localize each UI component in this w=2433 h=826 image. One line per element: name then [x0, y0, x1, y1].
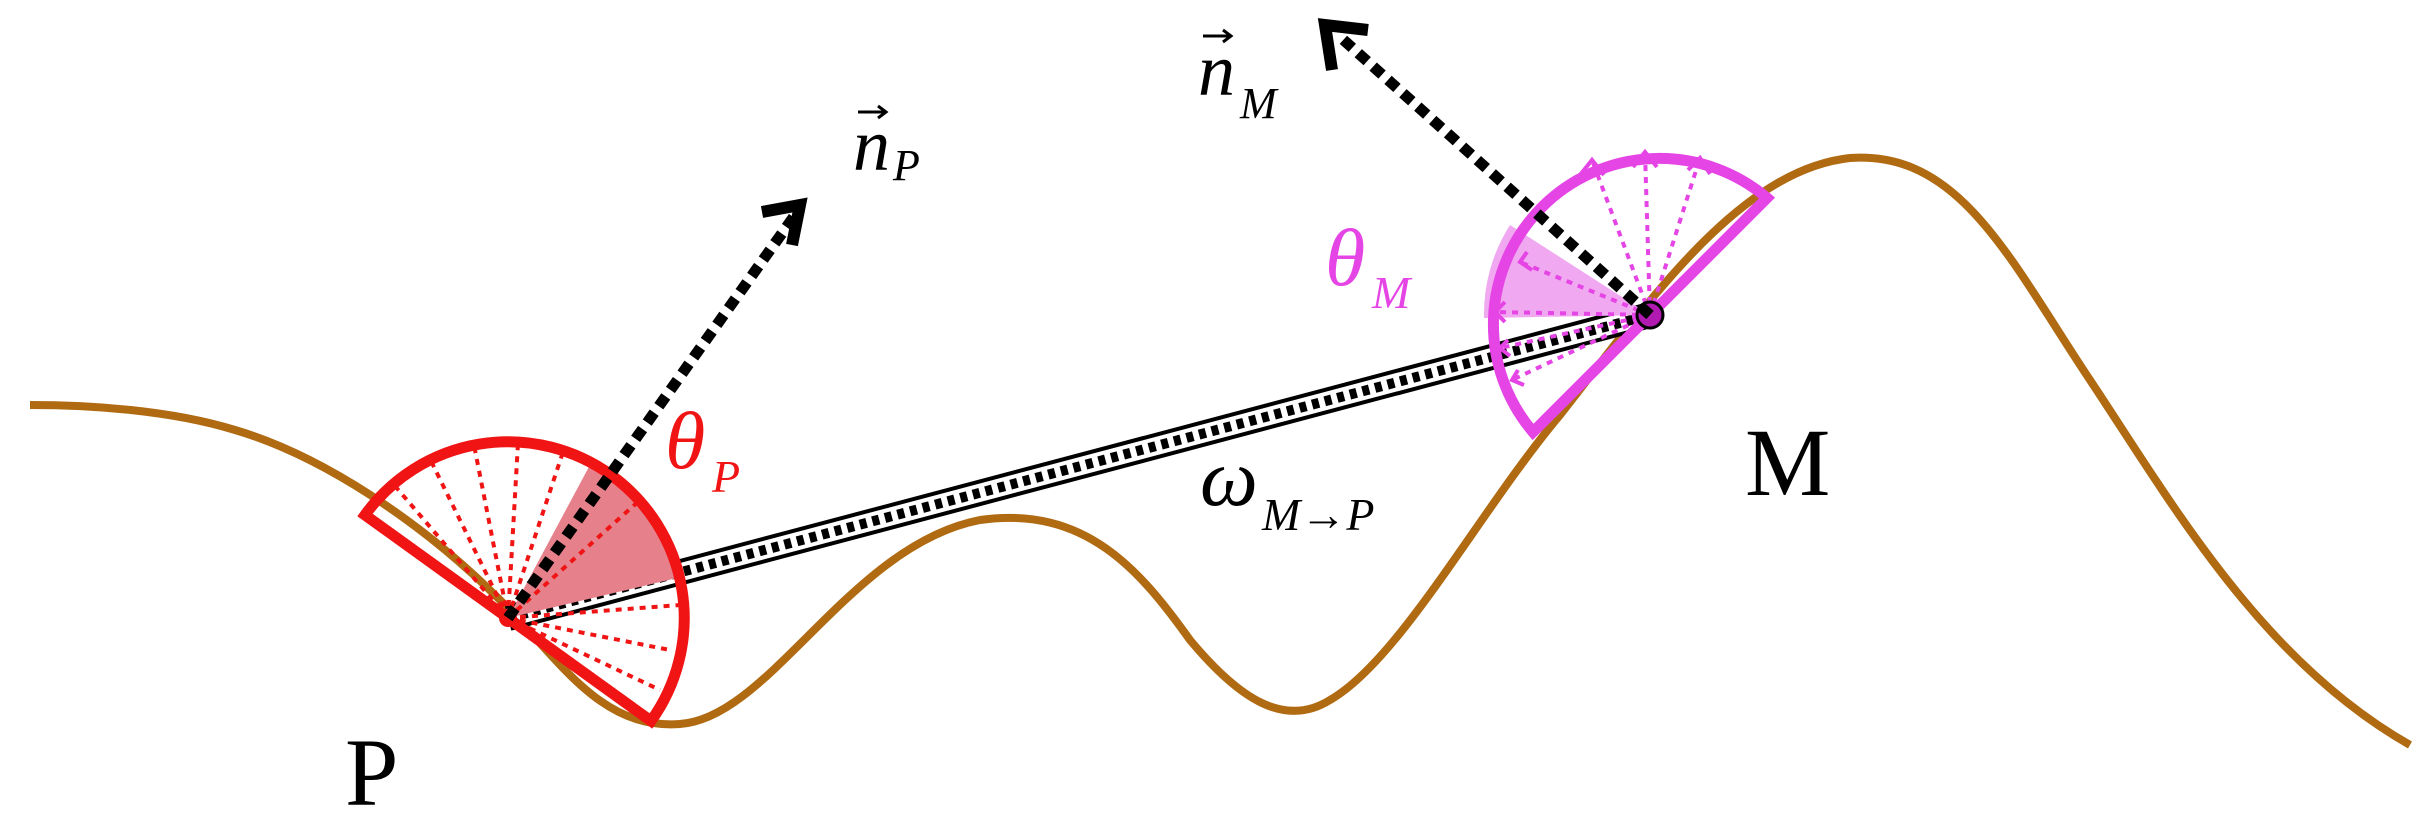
n-p-vector-arrow-icon: [858, 104, 889, 120]
omega-subscript: M→P: [1261, 489, 1374, 540]
omega-symbol: ω: [1200, 432, 1258, 523]
theta-m-subscript: M: [1371, 267, 1413, 318]
n-p-subscript: P: [892, 141, 920, 190]
n-m-vector-arrow-icon: [1203, 28, 1234, 44]
normal-n-m-arrow: [1317, 18, 1654, 320]
n-p-symbol: n: [853, 105, 890, 187]
theta-p-symbol: θ: [665, 395, 705, 486]
p-hemisphere: [357, 436, 690, 729]
m-cone: [1483, 225, 1650, 318]
theta-m-symbol: θ: [1325, 212, 1365, 303]
point-m-label: M: [1745, 409, 1830, 516]
p-cone: [508, 463, 677, 618]
normal-n-p-arrow: [503, 197, 808, 622]
n-m-subscript: M: [1239, 79, 1279, 128]
m-hemisphere: [1483, 148, 1776, 441]
point-p-label: P: [345, 719, 398, 826]
p-hemisphere-outline: [357, 436, 690, 729]
surface-curve: [29, 153, 2412, 749]
theta-p-subscript: P: [711, 451, 740, 502]
n-m-symbol: n: [1198, 30, 1235, 112]
ray-omega: [504, 302, 1654, 631]
